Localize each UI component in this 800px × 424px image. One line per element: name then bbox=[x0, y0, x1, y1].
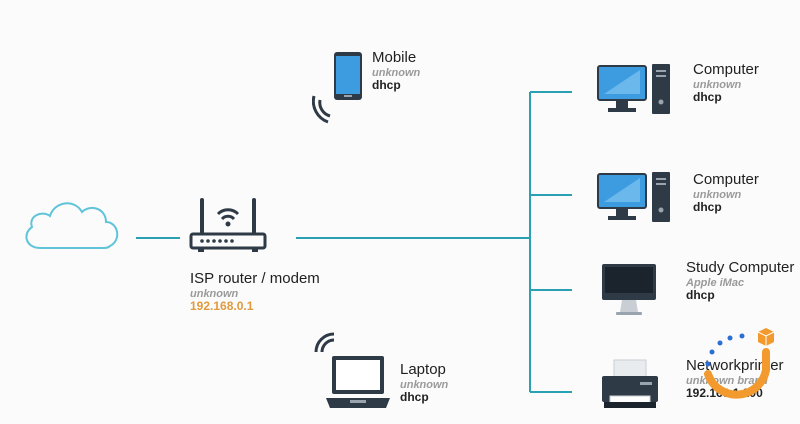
laptop-icon[interactable] bbox=[312, 332, 394, 414]
computer1-name: Computer bbox=[693, 61, 759, 78]
router-icon[interactable] bbox=[188, 192, 268, 256]
computer2-vendor: unknown bbox=[693, 188, 742, 201]
imac-icon[interactable] bbox=[600, 262, 658, 318]
router-vendor: unknown bbox=[190, 287, 239, 300]
computer2-label: Computer unknown dhcp bbox=[693, 171, 759, 215]
router-ip: 192.168.0.1 bbox=[190, 299, 254, 314]
mobile-ip: dhcp bbox=[372, 78, 401, 93]
mobile-name: Mobile bbox=[372, 49, 417, 66]
desktop-computer-icon[interactable] bbox=[596, 170, 674, 226]
computer2-name: Computer bbox=[693, 171, 759, 188]
box-icon bbox=[757, 328, 775, 346]
loading-spinner-icon bbox=[704, 328, 775, 399]
desktop-computer-icon[interactable] bbox=[596, 62, 674, 118]
laptop-vendor: unknown bbox=[400, 378, 449, 391]
computer2-ip: dhcp bbox=[693, 200, 722, 215]
laptop-ip: dhcp bbox=[400, 390, 429, 405]
study-name: Study Computer bbox=[686, 259, 795, 276]
printer-icon[interactable] bbox=[600, 358, 660, 412]
mobile-label: Mobile unknown dhcp bbox=[372, 49, 421, 93]
cloud-icon bbox=[25, 202, 119, 249]
computer1-vendor: unknown bbox=[693, 78, 742, 91]
study-label: Study Computer Apple iMac dhcp bbox=[686, 259, 795, 303]
study-vendor: Apple iMac bbox=[686, 276, 745, 289]
mobile-phone-icon[interactable] bbox=[312, 50, 368, 124]
laptop-name: Laptop bbox=[400, 361, 446, 378]
computer1-ip: dhcp bbox=[693, 90, 722, 105]
study-ip: dhcp bbox=[686, 288, 715, 303]
laptop-label: Laptop unknown dhcp bbox=[400, 361, 449, 405]
mobile-vendor: unknown bbox=[372, 66, 421, 79]
computer1-label: Computer unknown dhcp bbox=[693, 61, 759, 105]
printer-name: Networkprinter bbox=[686, 357, 784, 374]
router-label: ISP router / modem unknown 192.168.0.1 bbox=[190, 270, 320, 314]
router-name: ISP router / modem bbox=[190, 270, 320, 287]
